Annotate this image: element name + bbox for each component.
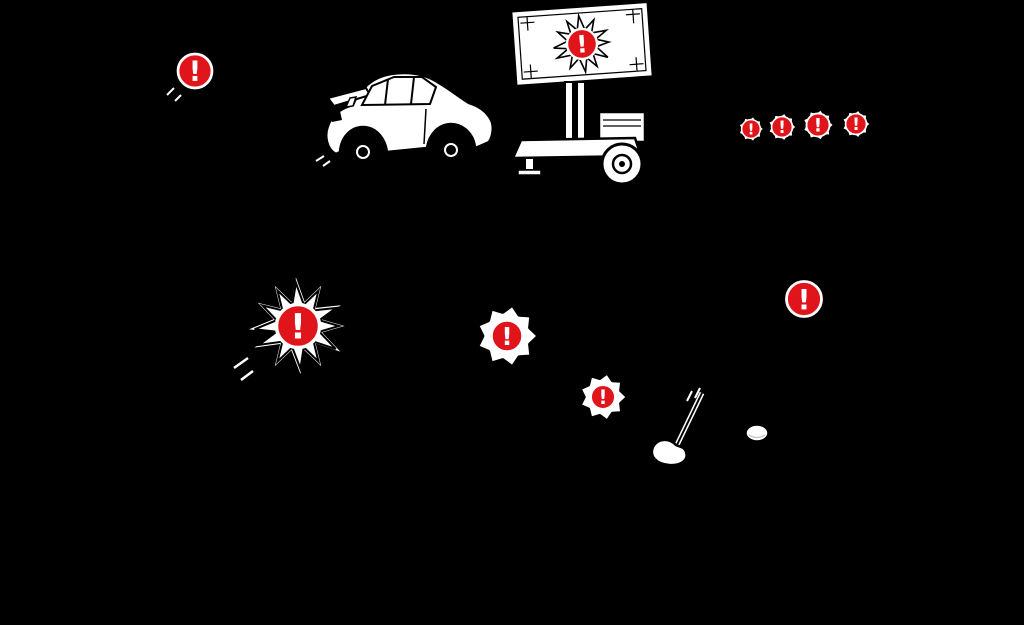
trailer-wheel-hub xyxy=(619,161,625,167)
car-rear-hub xyxy=(356,145,370,159)
car-glass xyxy=(360,76,438,107)
warning-badge-icon xyxy=(176,52,214,90)
golf-shaft xyxy=(675,392,703,448)
warning-gear-icon-3 xyxy=(801,108,836,142)
warning-gear-icon-4 xyxy=(841,108,872,140)
sports-car xyxy=(315,71,494,167)
sign-inner-border xyxy=(517,8,647,80)
car-pillar-line xyxy=(384,78,389,106)
car-pillar-line xyxy=(410,76,415,105)
warning-burst-large xyxy=(233,269,352,382)
trailer-jack-foot xyxy=(517,169,542,176)
car-rear-wheel xyxy=(350,139,376,165)
golf-ball xyxy=(745,424,769,442)
warning-gear-icon-2 xyxy=(767,111,798,143)
golf-club-head xyxy=(650,438,688,467)
warning-gear-icon-1 xyxy=(737,115,765,143)
sign-panel xyxy=(508,0,656,89)
car-front-wheel xyxy=(438,137,464,163)
warning-badge-icon xyxy=(844,112,868,136)
exhaust-motion-lines xyxy=(315,155,331,167)
generator-vents xyxy=(603,119,641,127)
warning-circle-top-left xyxy=(166,52,214,102)
motion-lines xyxy=(686,387,701,402)
car-front-hub xyxy=(444,143,458,157)
warning-gear-medium xyxy=(477,304,539,367)
sign-mast-left xyxy=(564,81,574,141)
trailer-jack-post xyxy=(524,157,535,171)
golf-ball-shading xyxy=(748,434,766,439)
warning-gear-row xyxy=(737,108,872,143)
warning-badge-icon xyxy=(564,26,600,62)
warning-badge-icon xyxy=(590,384,616,410)
sign-corner-hatches xyxy=(520,9,644,79)
warning-badge-icon xyxy=(785,280,823,318)
motion-lines xyxy=(166,87,182,102)
warning-badge-icon xyxy=(490,319,524,353)
golf-club-and-ball xyxy=(650,387,769,467)
warning-gear-small xyxy=(578,371,630,423)
mobile-billboard-warning-sign xyxy=(508,0,656,186)
car-spoiler-support xyxy=(344,96,358,108)
motion-lines xyxy=(233,356,254,381)
warning-badge-icon xyxy=(274,302,322,350)
car-taillight xyxy=(330,111,342,122)
car-door-seam xyxy=(423,108,427,145)
warning-badge-icon xyxy=(770,115,794,139)
warning-badge-icon xyxy=(805,112,831,138)
warning-circle-right xyxy=(785,280,823,318)
sign-mast-right xyxy=(576,81,586,141)
warning-badge-icon xyxy=(740,118,762,140)
